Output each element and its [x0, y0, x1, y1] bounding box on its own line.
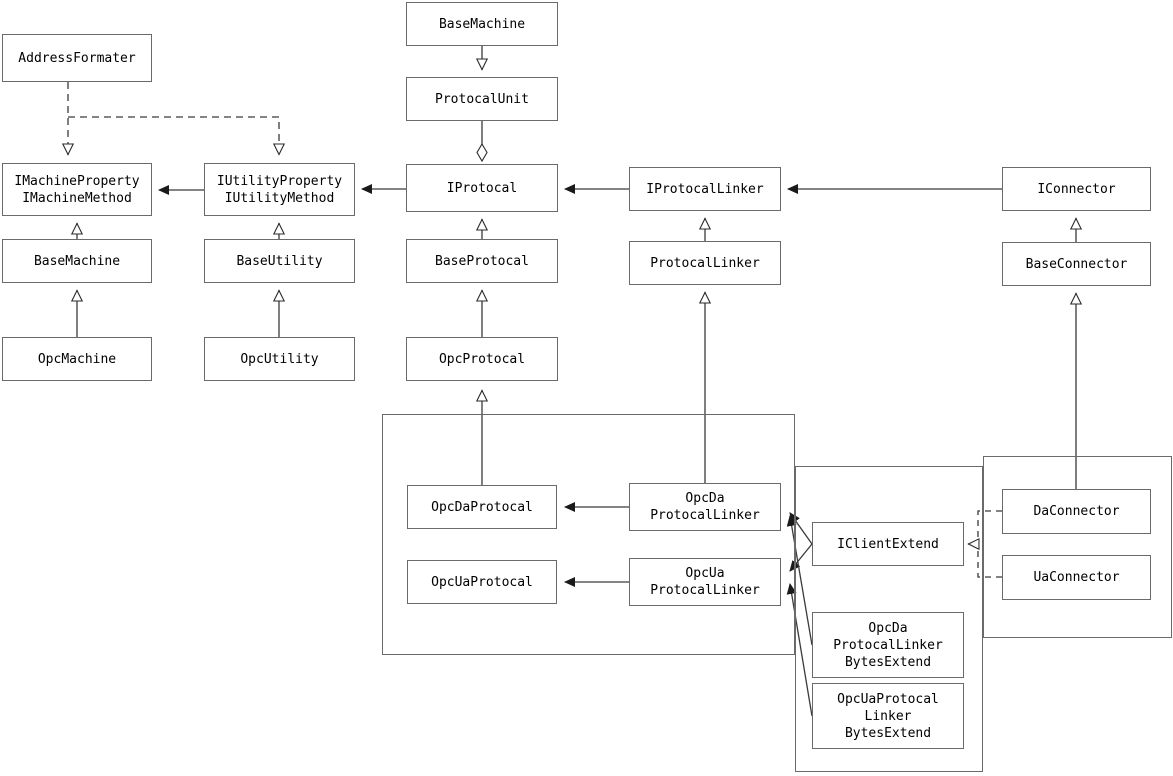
edge-iclientextend-opcuaprotocallinker — [789, 543, 813, 572]
class-node-imachineproperty[interactable]: IMachineProperty IMachineMethod — [2, 163, 152, 216]
group-extend-package — [795, 466, 983, 772]
class-node-opcdaprotocallinker[interactable]: OpcDa ProtocalLinker — [629, 483, 781, 531]
class-node-protocallinker[interactable]: ProtocalLinker — [629, 241, 781, 285]
class-node-iprotocal[interactable]: IProtocal — [406, 164, 558, 212]
class-node-opcmachine[interactable]: OpcMachine — [2, 337, 152, 381]
class-node-daconnector[interactable]: DaConnector — [1002, 489, 1151, 534]
class-node-iconnector[interactable]: IConnector — [1002, 167, 1151, 211]
group-connector-package — [983, 456, 1172, 638]
class-node-opcutility[interactable]: OpcUtility — [204, 337, 355, 381]
edge-opcuabytesextend-opcuaprotocallinker — [786, 583, 813, 717]
class-node-basemachine[interactable]: BaseMachine — [2, 239, 152, 283]
class-node-protocalunit[interactable]: ProtocalUnit — [406, 77, 558, 121]
edge-daconnector-iclientextend — [977, 510, 1002, 544]
class-node-opcdaprotocallinkerbytesextend[interactable]: OpcDa ProtocalLinker BytesExtend — [812, 612, 964, 678]
class-node-addressformater[interactable]: AddressFormater — [2, 34, 152, 82]
edge-opcdabytesextend-opcdaprotocallinker — [786, 515, 813, 646]
class-node-iutilityproperty[interactable]: IUtilityProperty IUtilityMethod — [204, 163, 355, 216]
class-node-iprotocallinker[interactable]: IProtocalLinker — [629, 167, 781, 211]
class-node-baseutility[interactable]: BaseUtility — [204, 239, 355, 283]
class-node-baseprotocal[interactable]: BaseProtocal — [406, 239, 558, 283]
edge-uaconnector-iclientextend — [977, 544, 1002, 578]
class-node-iclientextend[interactable]: IClientExtend — [812, 522, 964, 566]
class-node-basemachine-top[interactable]: BaseMachine — [406, 2, 558, 46]
class-node-opcuaprotocallinker[interactable]: OpcUa ProtocalLinker — [629, 558, 781, 606]
class-node-uaconnector[interactable]: UaConnector — [1002, 555, 1151, 600]
class-node-opcprotocal[interactable]: OpcProtocal — [406, 337, 558, 381]
group-protocal-package — [382, 414, 795, 655]
class-node-baseconnector[interactable]: BaseConnector — [1002, 242, 1151, 286]
class-node-opcdaprotocal[interactable]: OpcDaProtocal — [407, 485, 557, 529]
class-node-opcuaprotocallinkerbytesextend[interactable]: OpcUaProtocal Linker BytesExtend — [812, 683, 964, 749]
class-node-opcuaprotocal[interactable]: OpcUaProtocal — [407, 560, 557, 604]
edge-addressformater-iutilityproperty — [68, 116, 279, 155]
